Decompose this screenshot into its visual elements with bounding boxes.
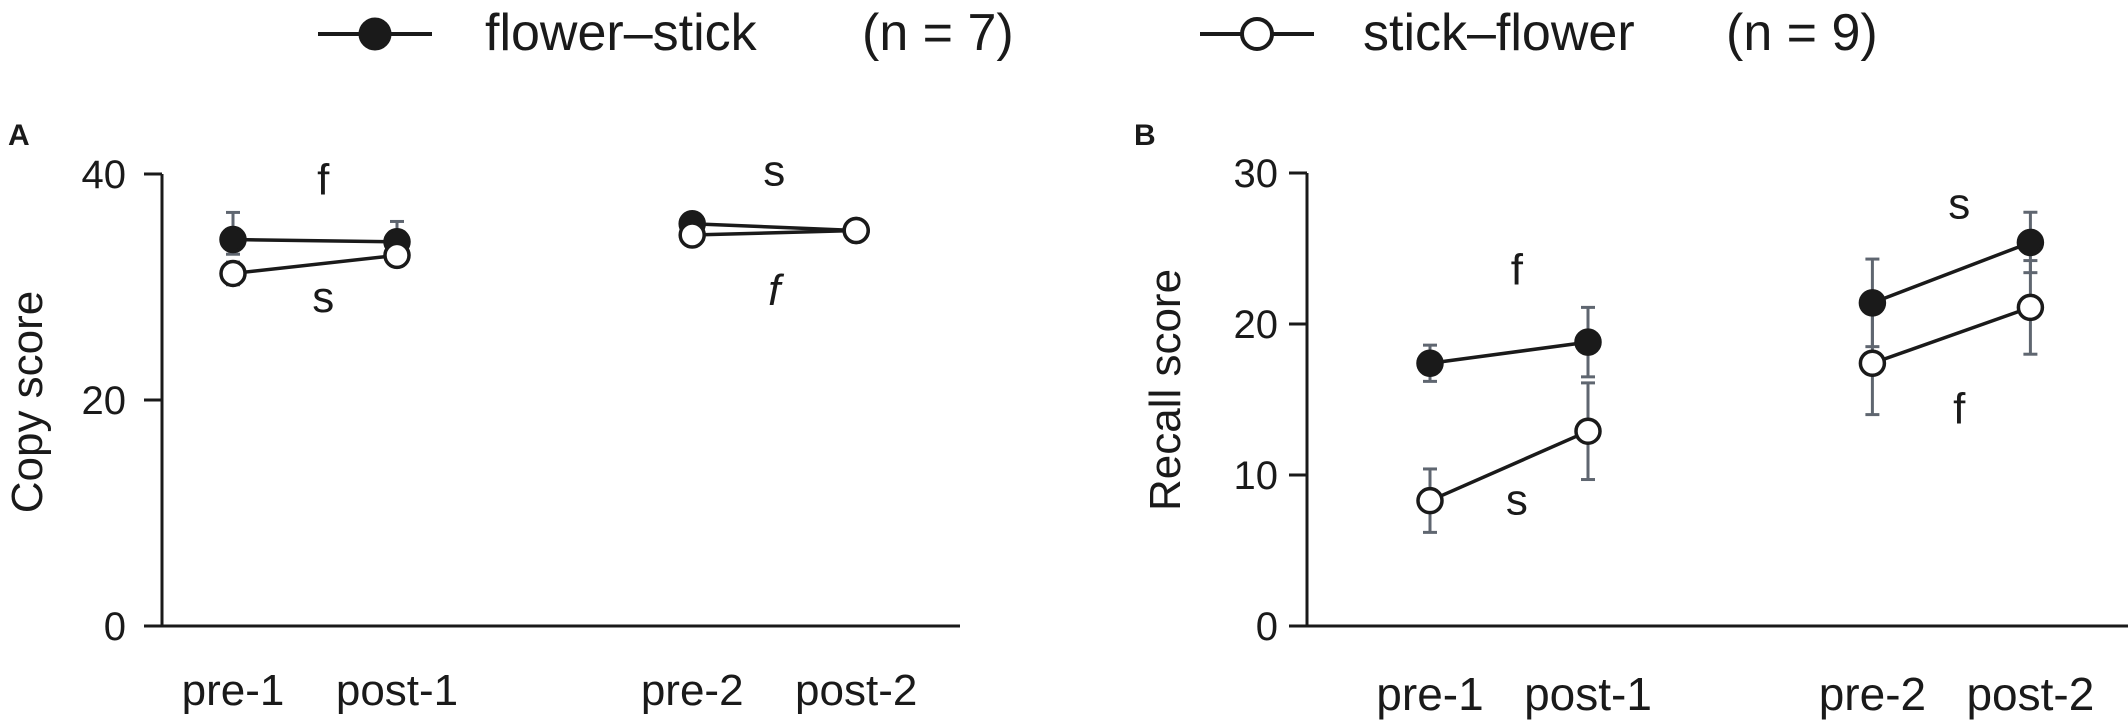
legend-item-stick-flower: stick–flower (n = 9) — [1200, 4, 1878, 62]
series-line-flower-stick — [1871, 240, 2032, 305]
y-tick-label: 10 — [1234, 454, 1279, 498]
x-tick-label-post-2: post-2 — [795, 666, 917, 715]
series-line-flower-stick — [1429, 340, 1589, 365]
series-line-flower-stick — [692, 221, 857, 233]
data-point-stick-flower — [383, 241, 411, 270]
panel-a-ticks: 0 20 40 — [82, 153, 162, 649]
x-tick-label-post-2: post-2 — [1966, 668, 2094, 720]
series-line-stick-flower — [1429, 429, 1589, 503]
legend-marker-filled — [358, 17, 392, 51]
data-point-flower-stick — [1416, 349, 1444, 378]
panel-b-x-tick-labels: pre-1 post-1 pre-2 post-2 — [1376, 668, 2094, 720]
panel-b-letter: B — [1134, 119, 1156, 152]
data-point-flower-stick — [1858, 289, 1887, 317]
x-tick-label-post-1: post-1 — [1524, 668, 1652, 720]
panel-b-annotations: f s s f — [1506, 179, 1970, 524]
legend-label-flower-stick: flower–stick — [485, 4, 758, 62]
x-tick-label-pre-2: pre-2 — [1819, 668, 1926, 720]
data-point-stick-flower — [2016, 293, 2045, 322]
y-tick-label: 0 — [104, 605, 126, 649]
y-tick-label: 40 — [82, 153, 127, 197]
series-line-stick-flower — [1871, 305, 2031, 365]
data-point-stick-flower — [1858, 349, 1887, 378]
data-point-flower-stick — [2016, 228, 2045, 257]
legend-n-flower-stick: (n = 7) — [862, 4, 1014, 62]
y-tick-label: 30 — [1234, 152, 1279, 196]
x-tick-label-pre-1: pre-1 — [1376, 668, 1483, 720]
data-point-flower-stick — [219, 225, 247, 254]
data-point-stick-flower — [678, 221, 706, 249]
panel-a-letter: A — [8, 119, 30, 152]
y-tick-label: 0 — [1256, 605, 1278, 649]
panel-b-ylabel: Recall score — [1141, 269, 1190, 511]
legend: flower–stick (n = 7) stick–flower (n = 9… — [318, 4, 1878, 62]
annotation-s: s — [1948, 179, 1970, 228]
x-tick-label-pre-1: pre-1 — [182, 666, 285, 715]
annotation-f: f — [1953, 385, 1966, 434]
x-tick-label-post-1: post-1 — [336, 666, 458, 715]
data-point-flower-stick — [1574, 328, 1602, 356]
panel-a: A Copy score 0 20 40 pre-1 post-1 pre-2 post-… — [3, 119, 960, 715]
series-line-stick-flower — [692, 228, 857, 237]
data-point-stick-flower — [1416, 486, 1444, 515]
annotation-s: s — [763, 146, 785, 195]
data-point-stick-flower — [219, 259, 247, 288]
panel-a-ylabel: Copy score — [3, 291, 52, 514]
legend-n-stick-flower: (n = 9) — [1726, 4, 1878, 62]
series-line-flower-stick — [232, 237, 398, 244]
annotation-f: f — [1511, 246, 1524, 295]
annotation-s: s — [1506, 475, 1528, 524]
annotation-f: f — [768, 266, 785, 315]
panel-a-marks — [219, 209, 870, 288]
y-tick-label: 20 — [1234, 303, 1279, 347]
series-line-stick-flower — [232, 253, 398, 276]
annotation-f: f — [317, 155, 330, 204]
data-point-stick-flower — [1574, 417, 1602, 445]
legend-item-flower-stick: flower–stick (n = 7) — [318, 4, 1014, 62]
y-tick-label: 20 — [82, 379, 127, 423]
panel-b-ticks: 0 10 20 30 — [1234, 152, 1307, 649]
annotation-s: s — [312, 273, 334, 322]
legend-label-stick-flower: stick–flower — [1363, 4, 1635, 62]
legend-marker-open — [1240, 17, 1274, 51]
panel-a-x-tick-labels: pre-1 post-1 pre-2 post-2 — [182, 666, 918, 715]
data-point-stick-flower — [842, 216, 870, 245]
x-tick-label-pre-2: pre-2 — [641, 666, 744, 715]
panel-b-marks — [1416, 210, 2045, 534]
